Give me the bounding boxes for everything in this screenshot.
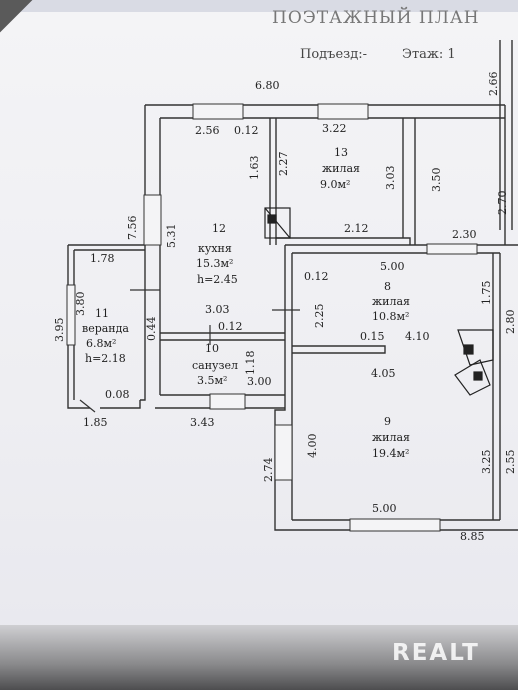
dimension-label: 1.18 [244,351,257,376]
dimension-labels: 6.80 2.56 0.12 3.22 1.63 2.27 3.03 3.50 … [53,72,517,544]
dimension-label: 2.56 [195,124,220,137]
window-room13-top [317,103,369,120]
sheet-corner-shadow [0,0,40,40]
dimension-label: 3.22 [322,122,347,135]
dimension-label: 6.80 [255,79,280,92]
window-room9-left [274,424,293,481]
dimension-label: 5.00 [380,260,405,273]
sheet-header-edge [0,0,518,12]
stove-kitchen-flue [267,214,277,224]
dimension-label: 7.56 [126,216,139,241]
stoves [264,207,494,396]
dimension-label: 3.95 [53,318,66,343]
dimension-label: 3.03 [205,303,230,316]
dimension-label: 3.50 [430,168,443,193]
veranda-bottom-wall [100,400,141,409]
room-11-name: веранда [82,322,129,335]
room-11-number: 11 [95,307,109,320]
dimension-label: 4.00 [306,434,319,459]
dimension-label: 1.63 [248,156,261,181]
dimension-label: 1.78 [90,252,115,265]
plan-title: ПОЭТАЖНЫЙ ПЛАН [272,8,480,28]
dimension-label: 3.25 [480,450,493,475]
dimension-label: 3.80 [74,292,87,317]
walls [67,40,518,531]
left-wall-kitchen [140,105,146,401]
dimension-label: 2.25 [313,304,326,329]
room-13-area: 9.0м² [320,178,350,191]
dimension-label: 2.55 [504,450,517,475]
dimension-label: 2.12 [344,222,369,235]
floor-label: Этаж: 1 [402,47,456,62]
dimension-label: 2.27 [277,152,290,177]
stove-kitchen-diag [264,207,291,239]
room-12-number: 12 [212,222,226,235]
window-bathroom [209,393,246,410]
room-8-number: 8 [384,280,391,293]
stove-living [457,329,494,366]
room-13-number: 13 [334,146,348,159]
entrance-label: Подъезд:- [300,47,367,62]
dimension-label: 2.80 [504,310,517,335]
dimension-label: 0.08 [105,388,130,401]
photo-bottom-shadow [0,625,518,690]
window-room8-top [426,243,478,255]
room-10-name: санузел [192,359,238,372]
room-12-area: 15.3м² [196,257,233,270]
dimension-label: 1.75 [480,281,493,306]
dimension-label: 0.12 [218,320,243,333]
room-11-height: h=2.18 [85,352,126,365]
partition-8-9 [292,345,386,354]
room-10-number: 10 [205,342,219,355]
room-12-name: кухня [198,242,232,255]
stove-kitchen [264,207,291,239]
room-8-area: 10.8м² [372,310,409,323]
dimension-label: 1.85 [83,416,108,429]
room-8-name: жилая [372,295,410,308]
dimension-label: 8.85 [460,530,485,543]
dimension-label: 3.03 [384,166,397,191]
dimension-label: 0.44 [145,317,158,342]
room-labels: 13 жилая 9.0м² 12 кухня 15.3м² h=2.45 11… [82,146,410,460]
room-9-name: жилая [372,431,410,444]
room-9-number: 9 [384,415,391,428]
doors [79,289,300,413]
window-room9-bottom [349,518,441,532]
dimension-label: 4.10 [405,330,430,343]
room-12-height: h=2.45 [197,273,238,286]
dimension-label: 0.12 [234,124,259,137]
dimension-label: 0.15 [360,330,385,343]
plan-sheet [0,0,518,668]
left-wall-living [274,245,290,531]
windows [66,103,478,532]
stove-living-flue [463,344,474,355]
stove-living-2 [454,359,491,396]
dimension-label: 5.00 [372,502,397,515]
dimension-label: 3.00 [247,375,272,388]
bottom-wall-13 [276,237,411,245]
room-11-area: 6.8м² [86,337,116,350]
door-veranda-exit [79,399,96,413]
room-9-area: 19.4м² [372,447,409,460]
stove-living-2-flue [473,371,483,381]
dimension-label: 4.05 [371,367,396,380]
window-veranda [66,284,76,346]
dimension-label: 2.66 [487,72,500,97]
dimension-label: 5.31 [165,224,178,249]
watermark-logo: REALT [392,640,480,666]
room-13-name: жилая [322,162,360,175]
dimension-label: 0.12 [304,270,329,283]
window-kitchen-top [192,103,244,120]
window-kitchen-left [143,194,162,246]
dimension-label: 3.43 [190,416,215,429]
room-10-area: 3.5м² [197,374,227,387]
dimension-label: 2.70 [496,191,509,216]
dimension-label: 2.30 [452,228,477,241]
dimension-label: 2.74 [262,458,275,483]
